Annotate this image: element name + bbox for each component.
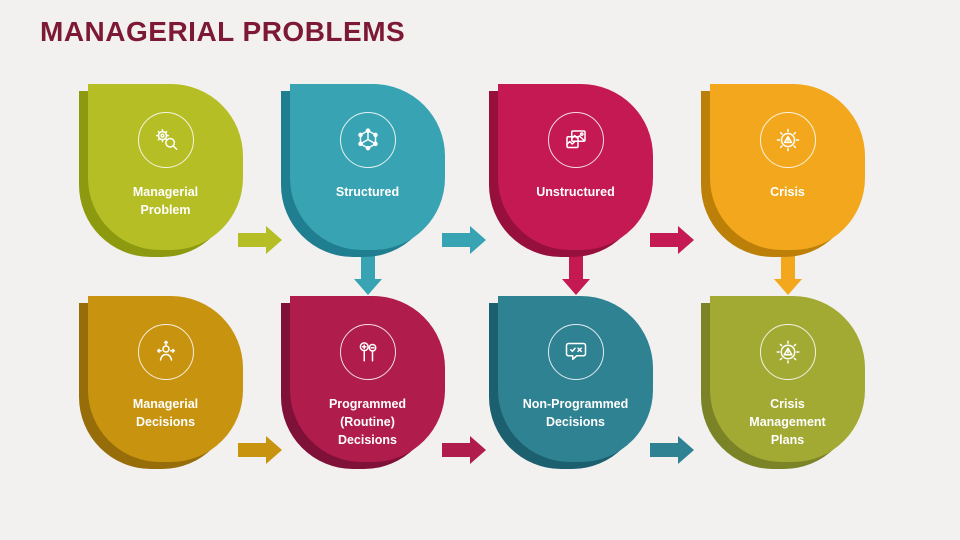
card-label: Managerial Problem: [132, 185, 199, 218]
arrow-right-structured-to-unstructured: [442, 226, 486, 254]
card-face: Crisis: [710, 84, 865, 250]
card-label: Managerial Decisions: [132, 397, 199, 430]
icon-circle: [137, 112, 194, 168]
icon-circle: [339, 324, 396, 380]
card-structured: Structured: [281, 84, 445, 257]
card-managerial-problem: Managerial Problem: [79, 84, 243, 257]
card-crisis: Crisis: [701, 84, 865, 257]
icon-circle: [339, 112, 396, 168]
card-face: Non-Programmed Decisions: [498, 296, 653, 462]
card-label: Structured: [335, 185, 400, 199]
card-programmed-decisions: Programmed (Routine) Decisions: [281, 296, 445, 469]
card-unstructured: Unstructured: [489, 84, 653, 257]
arrow-right-managerial-decisions-to-programmed: [238, 436, 282, 464]
card-face: Unstructured: [498, 84, 653, 250]
card-crisis-management-plans: Crisis Management Plans: [701, 296, 865, 469]
icon-circle: [759, 324, 816, 380]
card-non-programmed-decisions: Non-Programmed Decisions: [489, 296, 653, 469]
card-label: Crisis Management Plans: [749, 397, 826, 448]
card-managerial-decisions: Managerial Decisions: [79, 296, 243, 469]
decision-bubble-icon: [565, 342, 586, 360]
card-face: Structured: [290, 84, 445, 250]
images-icon: [565, 130, 586, 149]
arrow-right-non-programmed-to-crisis-management: [650, 436, 694, 464]
card-label: Programmed (Routine) Decisions: [328, 397, 407, 448]
icon-circle: [759, 112, 816, 168]
gear-alert-icon: [776, 128, 799, 152]
icon-circle: [547, 112, 604, 168]
arrow-right-unstructured-to-crisis: [650, 226, 694, 254]
thumbs-rating-icon: [359, 342, 376, 362]
icon-circle: [547, 324, 604, 380]
person-directions-icon: [156, 340, 175, 361]
arrow-right-managerial-problem-to-structured: [238, 226, 282, 254]
cube-network-icon: [357, 128, 378, 151]
card-face: Managerial Problem: [88, 84, 243, 250]
slide-title: MANAGERIAL PROBLEMS: [40, 16, 406, 47]
card-face: Programmed (Routine) Decisions: [290, 296, 445, 462]
gear-magnifier-icon: [155, 129, 177, 150]
arrow-right-programmed-to-non-programmed: [442, 436, 486, 464]
card-face: Crisis Management Plans: [710, 296, 865, 462]
card-label: Unstructured: [536, 185, 615, 199]
gear-warning-icon: [776, 340, 799, 364]
card-label: Non-Programmed Decisions: [522, 397, 629, 430]
card-label: Crisis: [770, 185, 805, 199]
card-face: Managerial Decisions: [88, 296, 243, 462]
icon-circle: [137, 324, 194, 380]
